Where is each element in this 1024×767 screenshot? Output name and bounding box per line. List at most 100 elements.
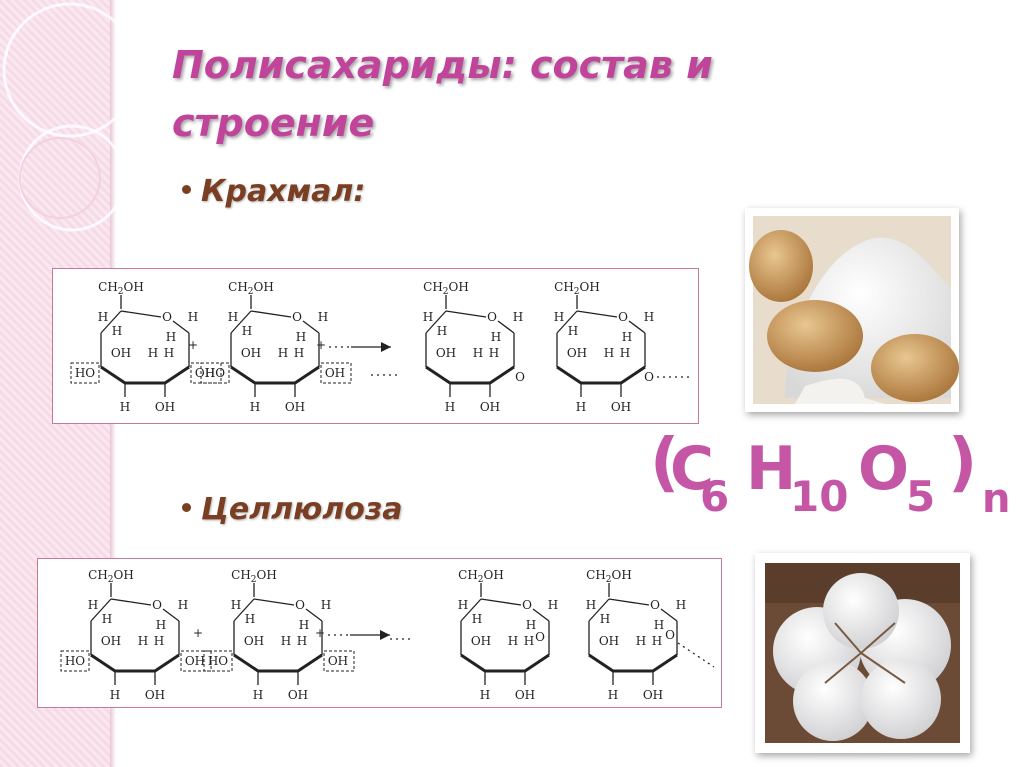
- h-label: H: [654, 618, 664, 632]
- formula-close-paren: ): [948, 426, 978, 500]
- h-label: H: [423, 310, 433, 324]
- oh-label: OH: [567, 346, 587, 360]
- ho-label: HO: [75, 366, 95, 380]
- dashed-group-box: [200, 362, 230, 384]
- arrow-head: [380, 630, 390, 640]
- h-label: H: [473, 346, 483, 360]
- h-label: H: [88, 598, 98, 612]
- formula-open-paren: (: [650, 426, 680, 500]
- ring-bond: [576, 310, 618, 318]
- h-label: H: [102, 612, 112, 626]
- ring-bond: [620, 365, 646, 385]
- ring-bond: [556, 365, 582, 385]
- arrow-head: [381, 342, 391, 352]
- oh-label: OH: [599, 634, 619, 648]
- oh-label: OH: [643, 688, 663, 702]
- h-label: H: [554, 310, 564, 324]
- starch-label: Крахмал:: [201, 174, 366, 209]
- ring-oxygen-label: O: [152, 598, 162, 612]
- h-label: H: [98, 310, 108, 324]
- ho-label: HO: [208, 654, 228, 668]
- oh-label: OH: [480, 400, 500, 414]
- h-label: H: [253, 688, 263, 702]
- ring-bond: [660, 608, 678, 622]
- decorative-rings: [2, 2, 130, 232]
- oh-label: OH: [288, 688, 308, 702]
- ho-label: HO: [205, 366, 225, 380]
- bullet-dot: [182, 185, 191, 194]
- h-label: H: [676, 598, 686, 612]
- ring-bond: [489, 365, 515, 385]
- ring-bond: [253, 598, 295, 606]
- dashed-group-box: [323, 650, 355, 672]
- h-label: H: [299, 618, 309, 632]
- plus-sign: +: [316, 338, 326, 352]
- h-label: H: [524, 634, 534, 648]
- formula-carbon-subscript: 6: [700, 472, 730, 521]
- cotton-photo: [755, 553, 970, 753]
- oh-label: OH: [328, 654, 348, 668]
- ring-bond: [233, 653, 259, 673]
- ring-bond: [230, 310, 252, 334]
- ch2oh-label: CH2OH: [228, 280, 274, 297]
- starch-potato-photo-icon: [749, 216, 959, 404]
- oh-label: OH: [515, 688, 535, 702]
- h-label: H: [489, 346, 499, 360]
- dotted-chain: [677, 642, 715, 668]
- h-label: H: [508, 634, 518, 648]
- h-label: H: [321, 598, 331, 612]
- h-label: H: [148, 346, 158, 360]
- ring-bond: [230, 365, 256, 385]
- oh-label: OH: [436, 346, 456, 360]
- ring-bond: [425, 365, 451, 385]
- ring-bond: [90, 598, 112, 622]
- oh-label: OH: [101, 634, 121, 648]
- h-label: H: [250, 400, 260, 414]
- h-label: H: [154, 634, 164, 648]
- h-label: H: [110, 688, 120, 702]
- formula-hydrogen-subscript: 10: [790, 472, 849, 521]
- bullet-dot: [182, 503, 191, 512]
- h-label: H: [548, 598, 558, 612]
- ring-bond: [460, 598, 482, 622]
- cellulose-label: Целлюлоза: [201, 492, 403, 527]
- ch2oh-label: CH2OH: [458, 568, 504, 585]
- h-label: H: [644, 310, 654, 324]
- h-label: H: [156, 618, 166, 632]
- glycosidic-oxygen-label: O: [515, 370, 525, 384]
- ring-oxygen-label: O: [618, 310, 628, 324]
- oh-label: OH: [155, 400, 175, 414]
- oh-label: OH: [241, 346, 261, 360]
- ring-bond: [162, 608, 180, 622]
- h-label: H: [245, 612, 255, 626]
- h-label: H: [112, 324, 122, 338]
- h-label: H: [600, 612, 610, 626]
- oh-label: OH: [185, 654, 205, 668]
- ring-bond: [294, 365, 320, 385]
- oh-label: OH: [111, 346, 131, 360]
- h-label: H: [472, 612, 482, 626]
- ring-oxygen-label: O: [522, 598, 532, 612]
- oh-label: OH: [471, 634, 491, 648]
- glycosidic-oxygen-label: O: [665, 628, 675, 642]
- h-label: H: [526, 618, 536, 632]
- h-label: H: [480, 688, 490, 702]
- ring-bond: [90, 653, 116, 673]
- h-label: H: [622, 330, 632, 344]
- dashed-group-box: [320, 362, 352, 384]
- dashed-group-box: [60, 650, 90, 672]
- h-label: H: [178, 598, 188, 612]
- starch-photo: [745, 208, 959, 412]
- h-label: H: [231, 598, 241, 612]
- dashed-group-box: [180, 650, 212, 672]
- plus-sign: +: [315, 626, 325, 640]
- ring-bond: [100, 310, 122, 334]
- ring-bond: [588, 598, 610, 622]
- h-label: H: [318, 310, 328, 324]
- ring-bond: [250, 310, 292, 318]
- formula-oxygen: O: [858, 434, 910, 504]
- oh-label: OH: [145, 688, 165, 702]
- h-label: H: [437, 324, 447, 338]
